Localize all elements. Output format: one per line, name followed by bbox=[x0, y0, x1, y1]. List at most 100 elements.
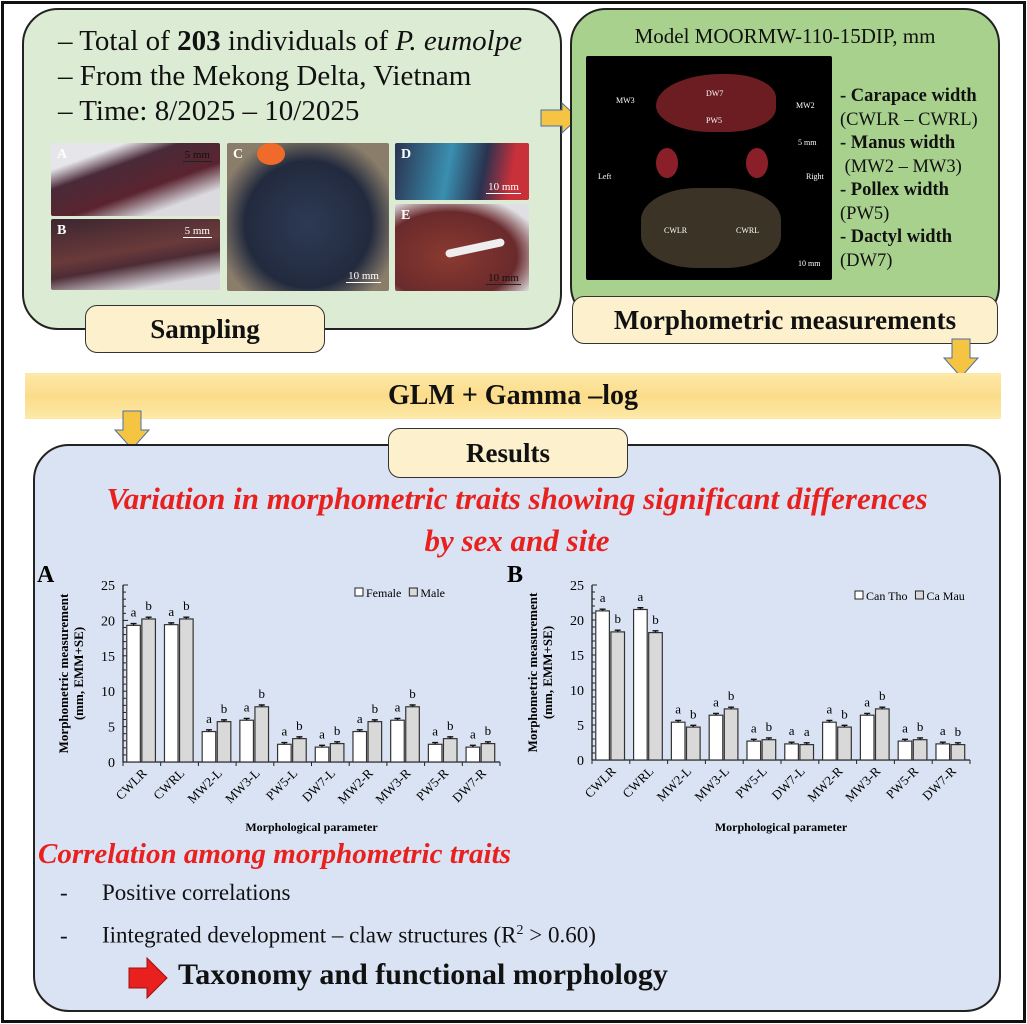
error-bar bbox=[864, 712, 871, 716]
x-tick-label: MW3-R bbox=[842, 763, 883, 804]
error-bar bbox=[258, 704, 265, 707]
x-axis-title: Morphological parameter bbox=[715, 820, 848, 834]
bar-ca-mau bbox=[874, 708, 890, 761]
significance-letter: a bbox=[281, 724, 287, 739]
significance-letter: b bbox=[296, 718, 303, 733]
bar-male bbox=[178, 618, 194, 763]
bar-ca-mau bbox=[761, 739, 777, 761]
legend-swatch bbox=[408, 587, 418, 597]
trait-list: - Carapace width(CWLR – CWRL) - Manus wi… bbox=[840, 85, 978, 273]
significance-letter: b bbox=[841, 706, 848, 721]
bar-ca-mau bbox=[912, 739, 928, 761]
significance-letter: a bbox=[789, 723, 795, 738]
y-tick-label: 25 bbox=[101, 579, 115, 594]
x-tick-label: CWLR bbox=[582, 763, 619, 800]
y-axis-title: (mm, EMM+SE) bbox=[540, 626, 555, 719]
sampling-text: – Total of 203 individuals of P. eumolpe… bbox=[58, 24, 522, 129]
significance-letter: b bbox=[485, 723, 492, 738]
significance-letter: b bbox=[652, 612, 659, 627]
red-arrow-icon bbox=[128, 957, 168, 999]
legend-label: Can Tho bbox=[866, 589, 907, 603]
y-tick-label: 20 bbox=[570, 614, 584, 629]
bar-ca-mau bbox=[610, 631, 626, 761]
x-tick-label: MW2-L bbox=[184, 765, 225, 806]
x-tick-label: CWRL bbox=[150, 765, 187, 802]
bar-male bbox=[405, 706, 420, 763]
bar-male bbox=[480, 742, 496, 763]
bar-ca-mau bbox=[837, 726, 852, 761]
bar-male bbox=[216, 721, 232, 763]
error-bar bbox=[728, 706, 735, 709]
x-tick-label: MW2-L bbox=[654, 763, 695, 804]
error-bar bbox=[356, 729, 363, 732]
error-bar bbox=[130, 622, 137, 626]
correlation-heading: Correlation among morphometric traits bbox=[38, 838, 511, 870]
y-axis-title: (mm, EMM+SE) bbox=[71, 627, 86, 720]
bar-female bbox=[314, 746, 330, 763]
sampling-line-location: – From the Mekong Delta, Vietnam bbox=[58, 60, 472, 92]
error-bar bbox=[281, 741, 288, 745]
significance-letter: b bbox=[334, 723, 341, 738]
error-bar bbox=[145, 616, 152, 619]
error-bar bbox=[469, 744, 476, 748]
significance-letter: b bbox=[766, 719, 773, 734]
x-tick-label: PW5-R bbox=[413, 765, 451, 803]
bar-female bbox=[163, 624, 179, 763]
error-bar bbox=[394, 717, 401, 721]
significance-letter: a bbox=[206, 711, 212, 726]
glm-banner: GLM + Gamma –log bbox=[25, 373, 1001, 419]
significance-letter: b bbox=[372, 701, 379, 716]
x-tick-label: MW2-R bbox=[335, 765, 376, 806]
significance-letter: a bbox=[751, 720, 757, 735]
error-bar bbox=[319, 744, 326, 748]
significance-letter: b bbox=[917, 719, 924, 734]
significance-letter: b bbox=[614, 611, 621, 626]
significance-letter: a bbox=[168, 604, 174, 619]
x-tick-label: MW2-R bbox=[804, 763, 845, 804]
error-bar bbox=[939, 741, 946, 744]
significance-letter: b bbox=[409, 686, 416, 701]
error-bar bbox=[652, 630, 659, 633]
bar-female bbox=[276, 743, 292, 763]
y-tick-label: 15 bbox=[570, 649, 584, 664]
significance-letter: b bbox=[955, 724, 962, 739]
significance-letter: a bbox=[395, 699, 401, 714]
bar-can-tho bbox=[632, 608, 648, 761]
error-bar bbox=[371, 719, 378, 722]
x-tick-label: DW7-L bbox=[768, 763, 807, 802]
error-bar bbox=[168, 622, 175, 625]
legend-swatch bbox=[354, 587, 364, 597]
significance-letter: b bbox=[690, 706, 697, 721]
error-bar bbox=[447, 736, 454, 739]
bar-ca-mau bbox=[799, 744, 815, 761]
down-arrow-icon bbox=[943, 338, 979, 378]
bar-can-tho bbox=[595, 610, 610, 761]
error-bar bbox=[599, 608, 606, 611]
bar-can-tho bbox=[784, 743, 799, 761]
error-bar bbox=[765, 737, 772, 740]
bar-male bbox=[329, 742, 345, 763]
error-bar bbox=[205, 729, 212, 732]
bar-male bbox=[367, 721, 383, 763]
bar-male bbox=[141, 618, 157, 763]
bar-ca-mau bbox=[648, 631, 663, 761]
significance-letter: a bbox=[675, 701, 681, 716]
model-title: Model MOORMW-110-15DIP, mm bbox=[634, 24, 936, 48]
error-bar bbox=[954, 742, 961, 745]
bar-female bbox=[427, 743, 443, 763]
trait-dactyl: - Dactyl width(DW7) bbox=[840, 227, 953, 271]
error-bar bbox=[675, 719, 682, 723]
significance-letter: a bbox=[804, 724, 810, 739]
bar-can-tho bbox=[708, 714, 724, 761]
bar-can-tho bbox=[897, 740, 913, 761]
bar-ca-mau bbox=[685, 726, 701, 761]
error-bar bbox=[690, 724, 697, 728]
significance-letter: a bbox=[131, 605, 137, 620]
error-bar bbox=[221, 719, 228, 722]
error-bar bbox=[637, 607, 644, 610]
error-bar bbox=[788, 741, 795, 744]
